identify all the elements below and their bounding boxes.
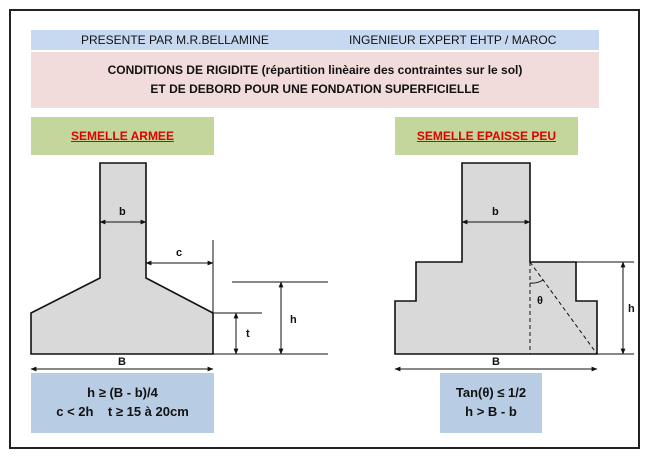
formula-right-line-2: h > B - b bbox=[465, 404, 517, 419]
dim-t-label: t bbox=[246, 328, 250, 340]
theta-arc bbox=[529, 279, 544, 284]
formula-box-right: Tan(θ) ≤ 1/2 h > B - b bbox=[440, 373, 542, 433]
role-text: INGENIEUR EXPERT EHTP / MAROC bbox=[349, 33, 557, 47]
outer-frame bbox=[9, 9, 640, 449]
formula-left-line-2: c < 2h t ≥ 15 à 20cm bbox=[56, 404, 189, 419]
dim-b-right-label: b bbox=[492, 206, 499, 218]
author-text: PRESENTE PAR M.R.BELLAMINE bbox=[81, 33, 269, 47]
dim-b-left-label: b bbox=[119, 206, 126, 218]
semelle-armee-shape bbox=[30, 162, 214, 355]
dim-c-label: c bbox=[176, 247, 182, 259]
dim-B-left-label: B bbox=[118, 356, 126, 368]
header-band: PRESENTE PAR M.R.BELLAMINE INGENIEUR EXP… bbox=[31, 30, 599, 50]
semelle-epaisse-shape bbox=[394, 162, 598, 355]
dim-B-right-label: B bbox=[492, 356, 500, 368]
title-band: CONDITIONS DE RIGIDITE (répartition linè… bbox=[31, 52, 599, 108]
theta-label: θ bbox=[537, 295, 543, 307]
formula-right-line-1: Tan(θ) ≤ 1/2 bbox=[455, 385, 527, 400]
title-line-2: ET DE DEBORD POUR UNE FONDATION SUPERFIC… bbox=[150, 82, 480, 96]
label-semelle-armee: SEMELLE ARMEE bbox=[31, 117, 214, 155]
formula-box-left: h ≥ (B - b)/4 c < 2h t ≥ 15 à 20cm bbox=[31, 373, 214, 433]
diffusion-line bbox=[529, 261, 598, 355]
dim-h-left-label: h bbox=[290, 314, 297, 326]
dim-h-right-label: h bbox=[628, 303, 635, 315]
title-line-1: CONDITIONS DE RIGIDITE (répartition linè… bbox=[107, 63, 523, 77]
formula-left-line-1: h ≥ (B - b)/4 bbox=[87, 385, 158, 400]
